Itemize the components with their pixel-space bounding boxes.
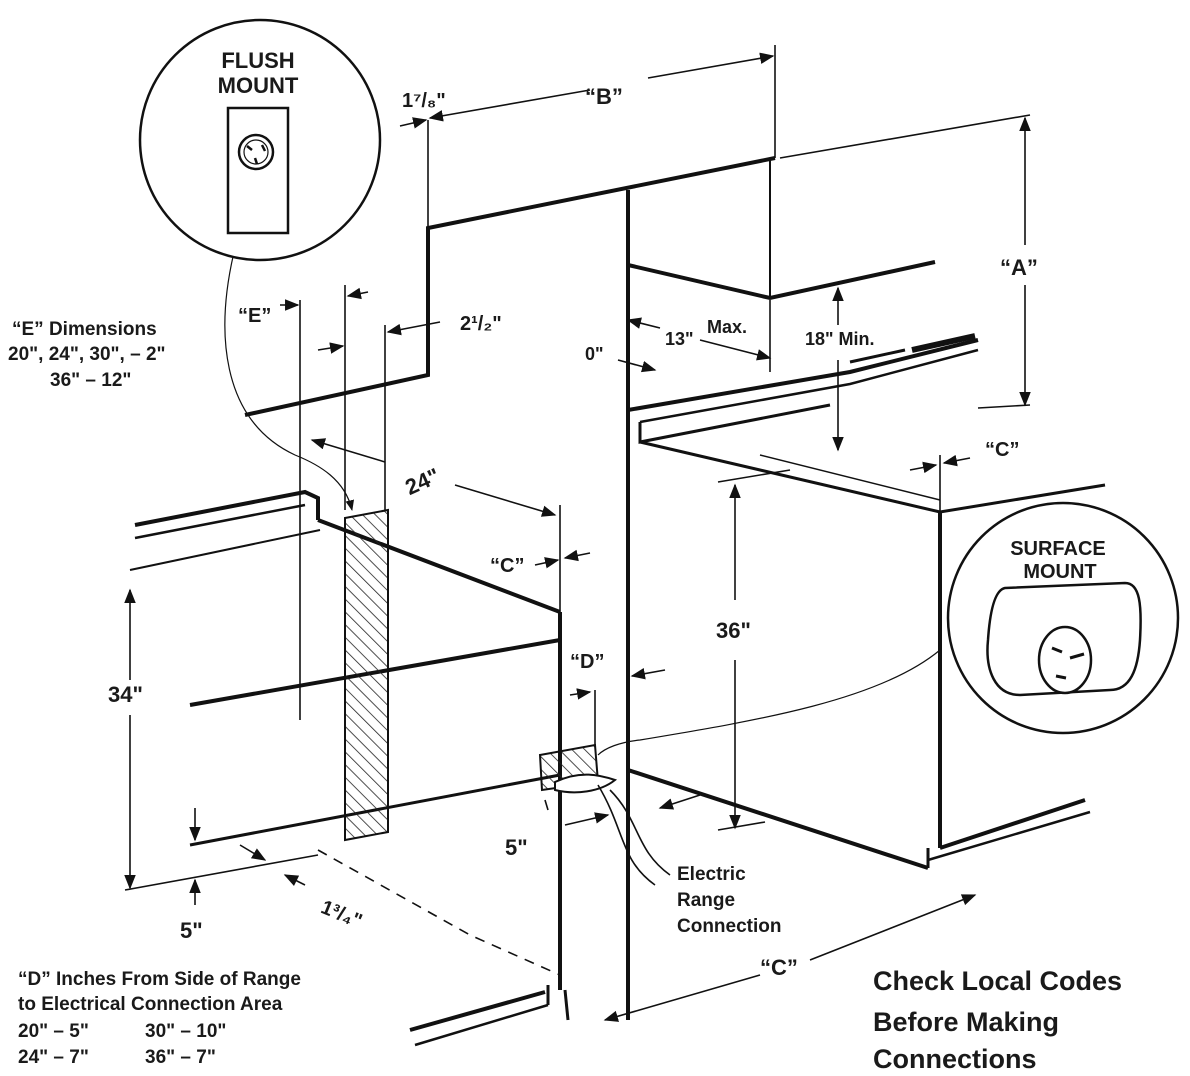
dim-seven-eighths: 1⁷/₈" bbox=[402, 90, 446, 112]
check-note-line3: Connections bbox=[873, 1044, 1037, 1074]
dim-thirty-six: 36" bbox=[716, 618, 751, 643]
e-note-line3: 36" – 12" bbox=[50, 370, 131, 391]
d-note-line2: to Electrical Connection Area bbox=[18, 994, 283, 1015]
dim-e: “E” bbox=[238, 305, 271, 327]
check-local-codes-note: Check Local Codes Before Making Connecti… bbox=[873, 966, 1122, 1074]
d-note-r2c2: 36" – 7" bbox=[145, 1047, 216, 1068]
d-inches-note: “D” Inches From Side of Range to Electri… bbox=[18, 969, 301, 1068]
dim-c-bottom: “C” bbox=[760, 955, 798, 980]
dimension-lines bbox=[124, 45, 1031, 1022]
e-note-line1: “E” Dimensions bbox=[12, 319, 157, 340]
right-counter bbox=[627, 333, 1106, 870]
surface-mount-title-2: MOUNT bbox=[1023, 561, 1096, 583]
dim-c-right: “C” bbox=[985, 439, 1019, 461]
electric-note-line2: Range bbox=[677, 890, 735, 911]
dim-a: “A” bbox=[1000, 255, 1038, 280]
electric-note-line3: Connection bbox=[677, 916, 782, 937]
dim-two-half: 2¹/₂" bbox=[460, 313, 502, 335]
dim-max: Max. bbox=[707, 317, 747, 337]
surface-mount-title-1: SURFACE bbox=[1010, 538, 1106, 560]
electric-range-note: Electric Range Connection bbox=[677, 864, 782, 937]
e-note-line2: 20", 24", 30", – 2" bbox=[8, 344, 166, 365]
d-note-r1c1: 20" – 5" bbox=[18, 1021, 89, 1042]
flush-mount-title-2: MOUNT bbox=[218, 73, 299, 98]
dim-b: “B” bbox=[585, 84, 623, 109]
d-note-r1c2: 30" – 10" bbox=[145, 1021, 226, 1042]
dim-zero: 0" bbox=[585, 344, 604, 364]
dim-one-three-quarter: 1³/₄" bbox=[318, 896, 366, 932]
check-note-line1: Check Local Codes bbox=[873, 966, 1122, 996]
dim-thirty-four: 34" bbox=[108, 682, 143, 707]
dim-five-bottom: 5" bbox=[180, 918, 203, 943]
outlet-plate bbox=[226, 106, 290, 235]
d-note-r2c1: 24" – 7" bbox=[18, 1047, 89, 1068]
surface-receptacle-icon bbox=[1037, 625, 1093, 695]
flush-mount-inset: FLUSH MOUNT bbox=[138, 18, 382, 262]
surface-mount-inset: SURFACE MOUNT bbox=[946, 501, 1180, 735]
hatched-connection-areas bbox=[344, 508, 618, 842]
dim-twenty-four: 24" bbox=[401, 463, 443, 500]
e-dimensions-note: “E” Dimensions 20", 24", 30", – 2" 36" –… bbox=[8, 319, 166, 391]
d-note-line1: “D” Inches From Side of Range bbox=[18, 969, 301, 990]
check-note-line2: Before Making bbox=[873, 1007, 1059, 1037]
dim-c-mid: “C” bbox=[490, 555, 524, 577]
dim-five-mid: 5" bbox=[505, 835, 528, 860]
dim-thirteen: 13" bbox=[665, 329, 694, 349]
flush-mount-title-1: FLUSH bbox=[221, 48, 294, 73]
electric-note-line1: Electric bbox=[677, 864, 746, 885]
dim-d: “D” bbox=[570, 651, 604, 673]
dim-eighteen-min: 18" Min. bbox=[805, 329, 875, 349]
